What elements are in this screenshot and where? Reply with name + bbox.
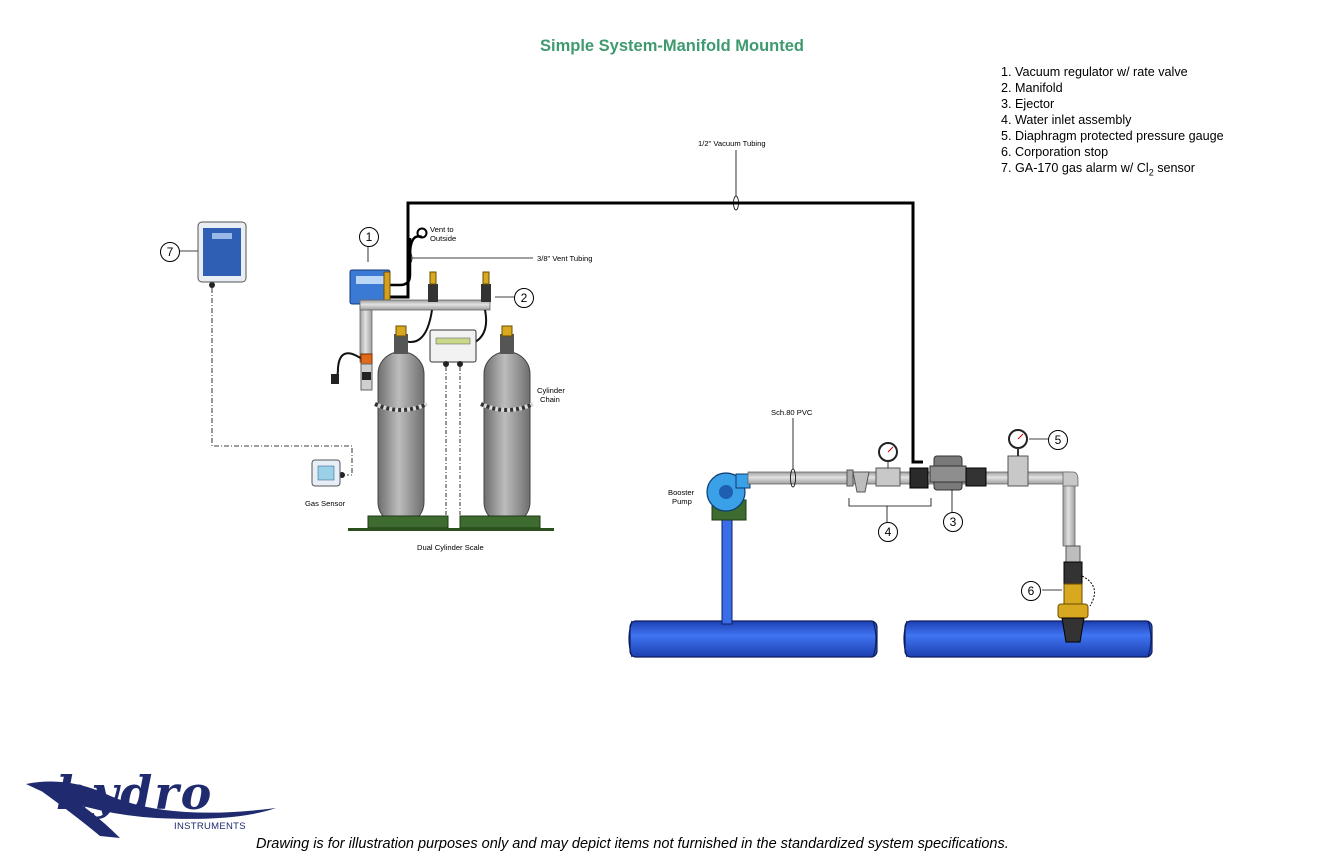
ejector-body [929,455,987,512]
callout-4: 4 [878,522,898,542]
pressure-gauge [1007,429,1048,487]
chlorine-cylinder-left [374,325,428,525]
chain-label: Chain [540,395,560,404]
corporation-stop [1042,561,1095,643]
callout-1: 1 [359,227,379,247]
logo-word: hydro [56,766,214,820]
vacuum-regulator [349,246,391,305]
parts-legend: 1. Vacuum regulator w/ rate valve 2. Man… [1001,64,1224,181]
pump-label: Pump [672,497,692,506]
booster-label: Booster [668,488,695,497]
logo-subtitle: INSTRUMENTS [174,821,246,832]
gas-alarm-panel [197,221,247,283]
legend-item-3: 3. Ejector [1001,97,1055,111]
legend-item-2: 2. Manifold [1001,81,1063,95]
disclaimer-footer: Drawing is for illustration purposes onl… [256,836,1009,852]
legend-item-7-text: 7. GA-170 gas alarm w/ Cl [1001,161,1149,175]
legend-item-5: 5. Diaphragm protected pressure gauge [1001,129,1224,143]
callout-2: 2 [514,288,534,308]
pvc-process-pipe [747,471,1081,563]
callout-7: 7 [160,242,180,262]
vent-to-label: Vent to [430,225,454,234]
outside-label: Outside [430,234,457,243]
legend-item-7-subscript: 2 [1148,167,1154,178]
callout-6: 6 [1021,581,1041,601]
legend-item-1: 1. Vacuum regulator w/ rate valve [1001,65,1188,79]
alarm-signal-line [180,250,353,478]
legend-item-7-suffix: sensor [1153,161,1196,175]
vacuum-tubing [390,150,923,464]
vacuum-tubing-label: 1/2" Vacuum Tubing [698,139,766,148]
water-main-left [628,620,878,658]
dual-scale-label: Dual Cylinder Scale [417,543,484,552]
legend-item-7: 7. GA-170 gas alarm w/ Cl2 sensor [1001,160,1224,181]
callout-5: 5 [1048,430,1068,450]
manifold-pipe [359,271,514,363]
gas-sensor [311,459,341,487]
gas-sensor-label: Gas Sensor [305,499,346,508]
chlorine-cylinder-right [480,325,534,525]
trap-heater [360,353,373,391]
hydro-logo [26,781,276,838]
scale-display [429,329,477,518]
booster-pump [706,472,751,625]
legend-item-4: 4. Water inlet assembly [1001,113,1132,127]
vent-tubing [390,227,533,287]
diagram-title: Simple System-Manifold Mounted [539,37,805,55]
legend-item-6: 6. Corporation stop [1001,145,1109,159]
water-main-right [903,620,1153,658]
dual-cylinder-scale [348,515,554,531]
callout-3: 3 [943,512,963,532]
water-inlet-assembly [846,442,932,522]
cylinder-label: Cylinder [537,386,565,395]
sch80-label: Sch.80 PVC [771,408,813,417]
vent-tubing-label: 3/8" Vent Tubing [537,254,593,263]
